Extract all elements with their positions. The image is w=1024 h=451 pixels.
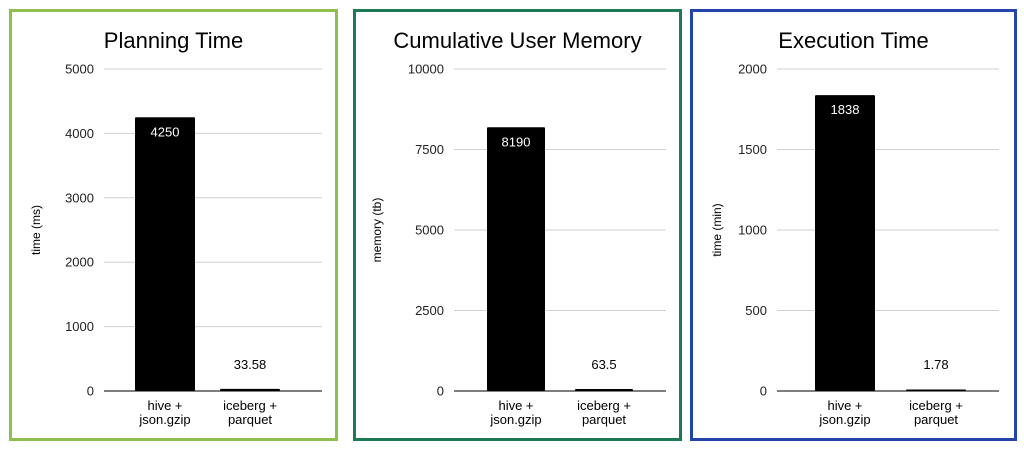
x-category-label: iceberg +	[577, 398, 631, 413]
data-label: 33.58	[234, 357, 267, 372]
chart-title: Cumulative User Memory	[393, 28, 641, 53]
cumulative-user-memory-chart: Cumulative User Memory 0 2500 5000 7500 10000…	[370, 28, 666, 427]
y-tick-label: 4000	[65, 126, 94, 141]
y-tick-label: 2000	[65, 255, 94, 270]
x-category-label: json.gzip	[818, 412, 870, 427]
bar	[575, 388, 633, 391]
cumulative-user-memory-panel: Cumulative User Memory 0 2500 5000 7500 10000…	[353, 9, 682, 441]
data-label: 1838	[831, 102, 860, 117]
bar	[220, 388, 280, 391]
data-label: 8190	[502, 134, 531, 149]
x-category-label: parquet	[228, 412, 272, 427]
y-tick-label: 0	[437, 384, 444, 399]
x-category-label: hive +	[827, 398, 862, 413]
planning-time-chart: Planning Time 0 1000 2000 3000 4000 5000 time (…	[29, 28, 322, 427]
bar	[906, 389, 966, 391]
x-category-label: json.gzip	[489, 412, 541, 427]
y-tick-label: 5000	[415, 223, 444, 238]
execution-time-panel: Execution Time 0 500 1000 1500 2000 time (min)…	[690, 9, 1017, 441]
y-axis-title: time (min)	[710, 203, 724, 256]
x-category-label: hive +	[498, 398, 533, 413]
x-category-label: json.gzip	[138, 412, 190, 427]
y-axis-title: memory (tb)	[370, 198, 384, 263]
x-category-label: hive +	[147, 398, 182, 413]
x-category-label: iceberg +	[223, 398, 277, 413]
x-category-label: parquet	[582, 412, 626, 427]
y-tick-label: 2000	[738, 62, 767, 77]
y-tick-label: 0	[87, 384, 94, 399]
bar	[487, 127, 545, 392]
data-label: 1.78	[923, 357, 948, 372]
data-label: 63.5	[591, 357, 616, 372]
y-tick-label: 5000	[65, 62, 94, 77]
x-category-label: parquet	[914, 412, 958, 427]
execution-time-chart: Execution Time 0 500 1000 1500 2000 time (min)…	[710, 28, 999, 427]
y-tick-label: 0	[760, 384, 767, 399]
bar	[815, 95, 875, 391]
y-tick-label: 1000	[738, 223, 767, 238]
y-tick-label: 500	[745, 303, 767, 318]
y-tick-label: 3000	[65, 190, 94, 205]
y-tick-label: 10000	[408, 62, 444, 77]
chart-title: Execution Time	[778, 28, 928, 53]
x-category-label: iceberg +	[909, 398, 963, 413]
y-tick-label: 7500	[415, 142, 444, 157]
chart-title: Planning Time	[104, 28, 243, 53]
data-label: 4250	[151, 124, 180, 139]
planning-time-panel: Planning Time 0 1000 2000 3000 4000 5000 time (…	[9, 9, 338, 441]
y-tick-label: 2500	[415, 303, 444, 318]
y-axis-title: time (ms)	[29, 205, 43, 255]
bar	[135, 117, 195, 392]
y-tick-label: 1000	[65, 319, 94, 334]
y-tick-label: 1500	[738, 142, 767, 157]
